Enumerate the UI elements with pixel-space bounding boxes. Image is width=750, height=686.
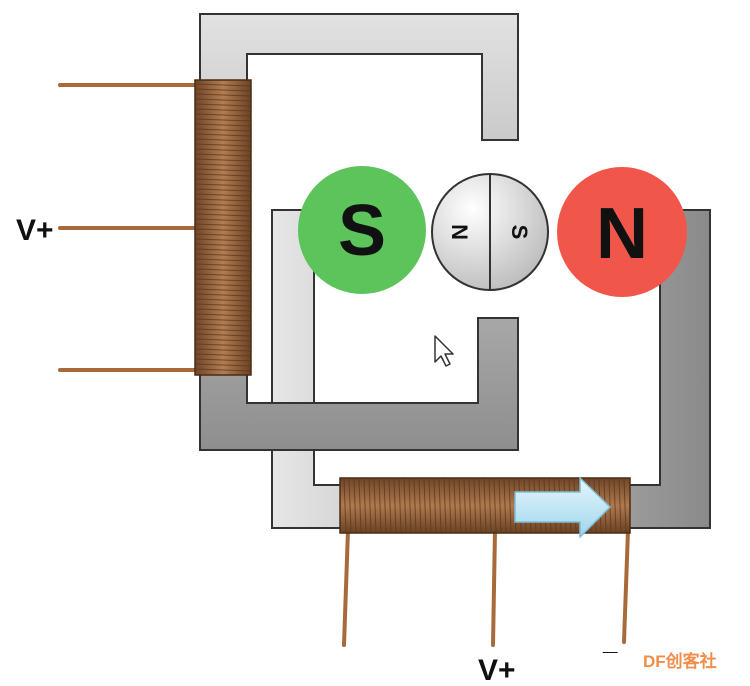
stator-pole-n: N (557, 167, 687, 297)
watermark: DF创客社 (628, 646, 746, 674)
watermark-text: DF创客社 (643, 651, 717, 671)
rotor-n-label: N (447, 224, 472, 240)
left-coil (194, 79, 252, 376)
stator-pole-s-label: S (338, 191, 386, 271)
rotor-magnet: N S (431, 173, 549, 291)
bottom-coil-voltage-label: V+ (478, 654, 516, 686)
core-upper (199, 13, 519, 451)
left-coil-leads (58, 83, 202, 372)
bottom-coil-leads (342, 528, 630, 647)
stator-pole-s: S (298, 166, 426, 294)
bottom-right-terminal-mark: _ (602, 626, 618, 656)
flux-arrow (514, 476, 612, 539)
mouse-cursor-icon (434, 335, 454, 367)
rotor-s-label: S (507, 225, 532, 240)
stator-pole-n-label: N (596, 194, 648, 274)
left-coil-voltage-label: V+ (16, 214, 54, 247)
